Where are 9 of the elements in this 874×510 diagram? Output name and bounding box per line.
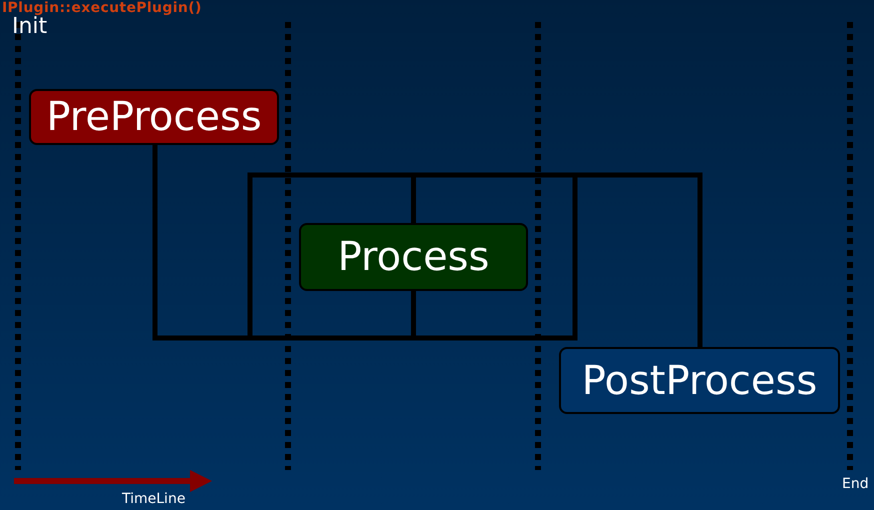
connector-line: [411, 172, 702, 347]
process-box: PostProcess: [559, 347, 840, 414]
timeline-label: Init: [12, 16, 48, 38]
timeline-label: End: [842, 477, 869, 491]
timeline-label: TimeLine: [122, 492, 186, 506]
title: IPlugin::executePlugin(): [2, 0, 202, 16]
connector-line: [152, 145, 416, 340]
process-box: Process: [299, 223, 528, 291]
process-box: PreProcess: [29, 89, 279, 145]
